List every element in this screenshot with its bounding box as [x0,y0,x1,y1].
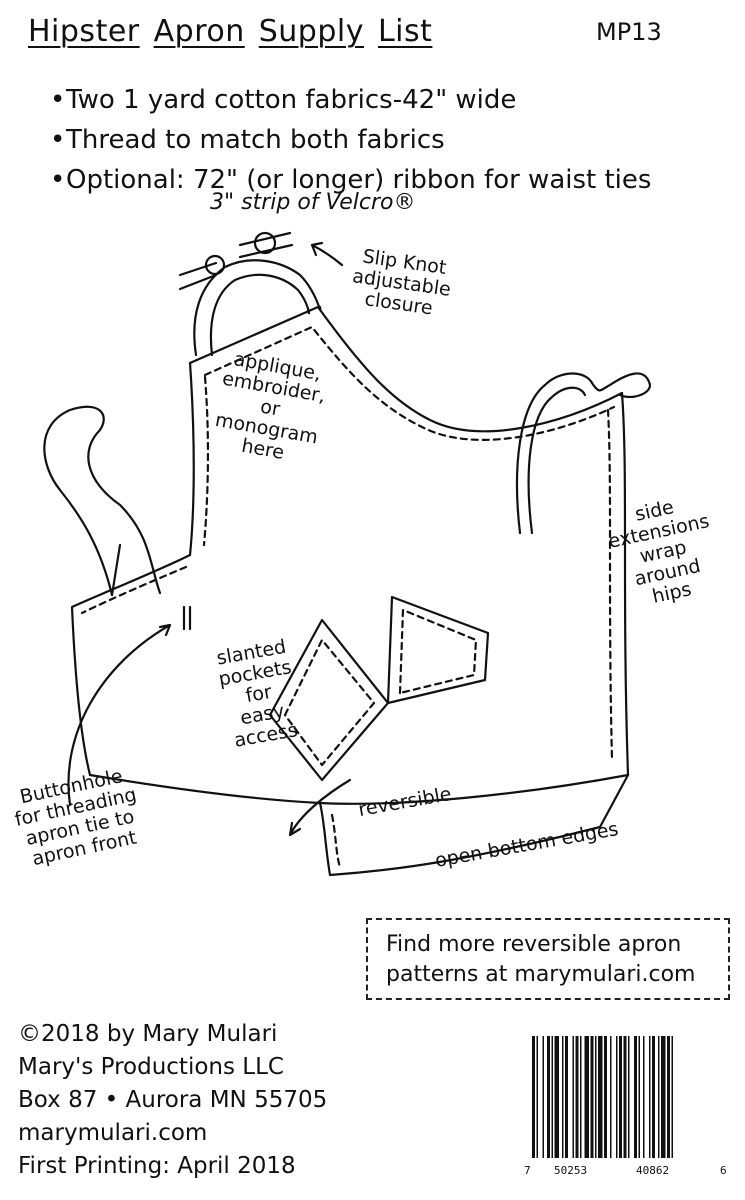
list-item: •Optional: 72" (or longer) ribbon for wa… [50,160,651,200]
barcode-bar [580,1036,582,1158]
applique-note: applique, embroider, or monogram here [213,348,328,464]
side-extensions-note: side extensions wrap around hips [606,496,712,608]
barcode-bars [532,1036,673,1158]
barcode-bar [604,1036,607,1158]
barcode-bar [658,1036,660,1158]
apron-bib [188,305,624,433]
website: marymulari.com [18,1120,208,1146]
slip-knot [178,231,294,291]
promo-line: patterns at marymulari.com [386,962,696,987]
barcode-bar [671,1036,673,1158]
bib-stitch [203,325,616,441]
barcode-bar [649,1036,651,1158]
barcode-bar [562,1036,564,1158]
address: Box 87 • Aurora MN 55705 [18,1087,328,1113]
title-word: Apron [153,14,245,49]
barcode-digit: 40862 [636,1164,670,1177]
reversible-arrow [288,778,352,837]
promo-box: Find more reversible apron patterns at m… [366,918,730,1000]
reversible-fold [318,773,630,877]
barcode-digit: 6 [720,1164,727,1177]
barcode-bar [565,1036,568,1158]
pocket-right [386,595,490,705]
apron-illustration [43,231,652,877]
title-word: List [377,14,433,49]
barcode-digit: 7 [524,1164,531,1177]
right-tie [515,372,652,535]
neck-strap [193,259,322,357]
barcode-bar [595,1036,597,1158]
barcode-bar [610,1036,612,1158]
barcode-bar [619,1036,622,1158]
barcode-bar [554,1036,559,1158]
barcode: 7 50253 40862 6 [524,1036,730,1186]
barcode-bar [634,1036,637,1158]
barcode-bar [667,1036,670,1158]
buttonhole-mark [182,605,192,631]
knot-ball [253,231,277,255]
left-extension [70,553,192,777]
supply-list: •Two 1 yard cotton fabrics-42" wide •Thr… [50,80,651,200]
barcode-bar [542,1036,544,1158]
list-item: •Thread to match both fabrics [50,120,651,160]
bullet: • [50,125,66,155]
slip-knot-note: Slip Knot adjustable closure [351,245,453,320]
neck-strap-inner [209,273,311,357]
barcode-bar [584,1036,589,1158]
promo-line: Find more reversible apron [386,932,682,957]
copyright: ©2018 by Mary Mulari [18,1021,278,1047]
knot-arrow [310,241,344,267]
apron-left-edge [188,361,195,557]
barcode-bar [638,1036,640,1158]
list-item: •Two 1 yard cotton fabrics-42" wide [50,80,651,120]
left-tie [43,405,162,597]
page-title: Hipster Apron Supply List [28,14,446,49]
barcode-bar [572,1036,574,1158]
credits-block: ©2018 by Mary Mulari Mary's Productions … [18,1018,327,1183]
supply-extra: 3" strip of Velcro® [210,190,416,215]
company-name: Mary's Productions LLC [18,1054,284,1080]
barcode-bar [643,1036,645,1158]
knot-ball [204,254,226,276]
barcode-bar [623,1036,627,1158]
bullet: • [50,85,66,115]
barcode-bar [652,1036,655,1158]
barcode-bar [661,1036,666,1158]
buttonhole-arrow [67,623,172,807]
printing-date: First Printing: April 2018 [18,1153,296,1179]
title-word: Supply [258,14,364,49]
barcode-bar [590,1036,594,1158]
barcode-bar [532,1036,535,1158]
bullet: • [50,165,66,195]
barcode-bar [616,1036,618,1158]
barcode-bar [551,1036,553,1158]
barcode-digit: 50253 [554,1164,588,1177]
title-word: Hipster [28,14,140,49]
barcode-bar [628,1036,630,1158]
barcode-bar [575,1036,579,1158]
barcode-bar [547,1036,550,1158]
barcode-bar [536,1036,538,1158]
pattern-code: MP13 [596,18,662,46]
right-extension [620,391,630,777]
barcode-bar [598,1036,603,1158]
